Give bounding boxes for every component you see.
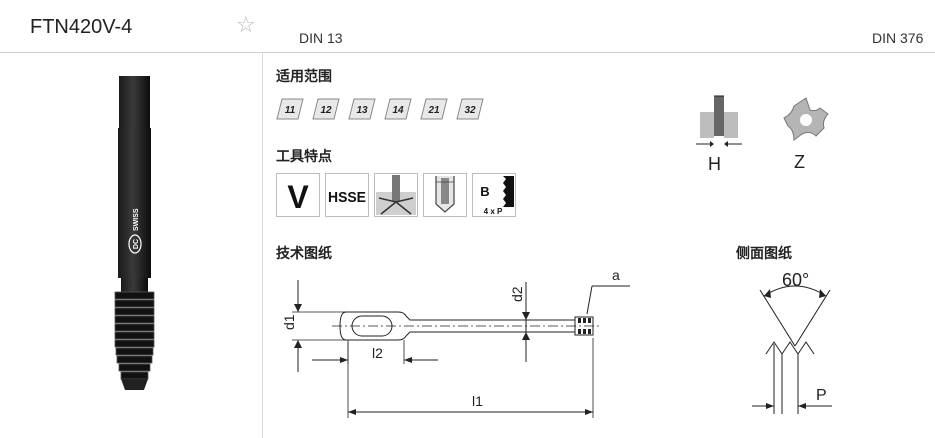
svg-text:HSSE: HSSE (328, 189, 366, 206)
side-drawing-heading: 侧面图纸 (736, 246, 792, 262)
cooling-icon (374, 173, 418, 217)
standard-right: DIN 376 (872, 30, 924, 46)
svg-text:12: 12 (320, 105, 332, 116)
d2-label: d2 (509, 286, 525, 302)
application-badge: 11 (276, 98, 304, 120)
svg-text:V: V (287, 179, 309, 215)
technical-drawing-heading: 技术图纸 (276, 246, 332, 262)
d1-label: d1 (281, 314, 297, 330)
through-hole-diagram (696, 95, 742, 147)
vertical-divider (262, 53, 263, 438)
brand-text: SWISS (133, 208, 140, 231)
standard-left: DIN 13 (299, 30, 343, 46)
thread-profile-drawing: 60° P (752, 270, 832, 414)
svg-text:21: 21 (427, 105, 440, 116)
svg-text:32: 32 (464, 105, 476, 116)
application-badge: 21 (420, 98, 448, 120)
pitch-label: P (816, 387, 827, 404)
b-chamfer-icon: B 4 x P (472, 173, 516, 217)
star-outline-icon[interactable]: ☆ (236, 12, 256, 37)
header-divider (0, 52, 935, 53)
application-badge: 13 (348, 98, 376, 120)
tap-product-image: DC SWISS (114, 76, 155, 390)
application-heading: 适用范围 (276, 69, 332, 85)
l2-label: l2 (372, 345, 383, 361)
application-badge: 12 (312, 98, 340, 120)
flute-profile-diagram (783, 97, 829, 141)
application-badge: 32 (456, 98, 484, 120)
hsse-material-icon: HSSE (325, 173, 369, 217)
v-coating-icon: V (276, 173, 320, 217)
svg-text:13: 13 (356, 105, 368, 116)
angle-label: 60° (782, 270, 809, 290)
hole-type-z-label: Z (794, 152, 805, 172)
svg-text:11: 11 (285, 105, 296, 116)
l1-label: l1 (472, 393, 483, 409)
features-heading: 工具特点 (276, 149, 332, 165)
technical-drawing: d1 l2 d2 a l1 (281, 267, 630, 418)
svg-text:4 x P: 4 x P (484, 207, 503, 216)
logo-text: DC (133, 239, 140, 249)
a-label: a (612, 267, 620, 283)
hole-type-h-label: H (708, 154, 721, 174)
product-title: FTN420V-4 (30, 16, 133, 38)
blind-hole-icon (423, 173, 467, 217)
application-badge: 14 (384, 98, 412, 120)
svg-text:B: B (480, 184, 489, 199)
svg-text:14: 14 (392, 105, 404, 116)
